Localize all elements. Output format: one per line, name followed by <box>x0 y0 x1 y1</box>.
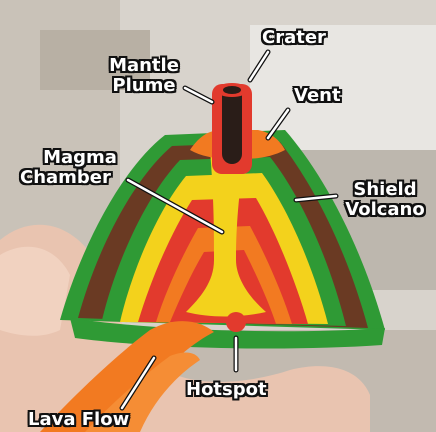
label-hotspot: Hotspot <box>186 380 267 400</box>
hotspot-blob <box>226 312 246 332</box>
label-mantle-plume-line1: Mantle <box>98 56 190 76</box>
label-magma-chamber-line2: Chamber <box>20 168 140 188</box>
label-crater: Crater <box>262 28 326 48</box>
thumb <box>0 247 70 336</box>
label-shield-volcano-line1: Shield <box>338 180 432 200</box>
label-magma-chamber-line1: Magma <box>20 148 140 168</box>
crater-opening <box>223 86 241 94</box>
label-lava-flow: Lava Flow <box>28 410 129 430</box>
label-shield-volcano-line2: Volcano <box>338 200 432 220</box>
label-shield-volcano: Shield Volcano <box>338 180 432 220</box>
label-magma-chamber: Magma Chamber <box>20 148 140 188</box>
label-vent: Vent <box>294 86 341 106</box>
label-mantle-plume: Mantle Plume <box>98 56 190 96</box>
label-mantle-plume-line2: Plume <box>98 76 190 96</box>
